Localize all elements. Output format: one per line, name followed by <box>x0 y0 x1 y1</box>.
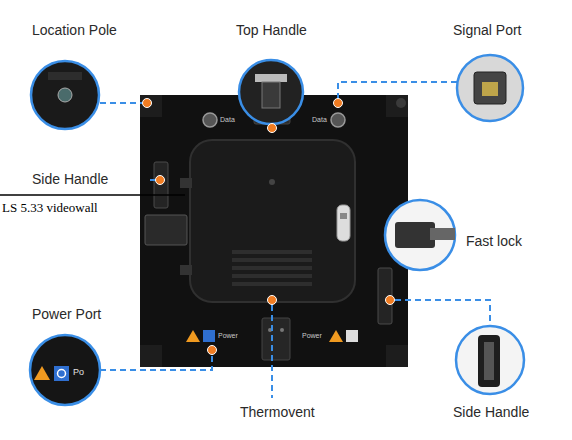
part-label: Side Handle <box>32 171 108 187</box>
port-label: Data <box>312 116 327 124</box>
leader-lines <box>100 82 490 398</box>
part-label: Location Pole <box>32 22 117 38</box>
part-label: Side Handle <box>453 404 529 420</box>
port-label: Power <box>302 332 322 340</box>
cabinet-body <box>140 95 408 367</box>
port-label: Power <box>218 332 238 340</box>
part-label: Top Handle <box>236 22 307 38</box>
zoom-circles <box>30 55 524 405</box>
port-label: Data <box>220 116 235 124</box>
part-label: Fast lock <box>466 233 522 249</box>
model-label: LS 5.33 videowall <box>2 201 98 216</box>
part-label: Signal Port <box>453 22 521 38</box>
port-label: Po <box>73 367 84 377</box>
part-label: Thermovent <box>240 404 315 420</box>
part-label: Power Port <box>32 306 101 322</box>
marker-dots <box>143 99 395 355</box>
